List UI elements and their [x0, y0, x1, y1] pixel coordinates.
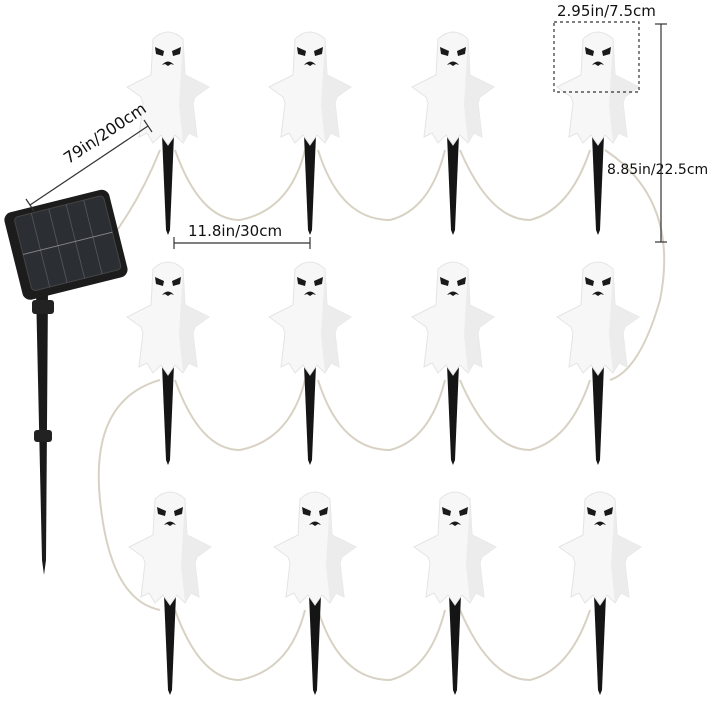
spacing-label: 11.8in/30cm [188, 222, 283, 240]
ghost-width-label: 2.95in/7.5cm [557, 2, 656, 20]
ghost-stake-light [126, 31, 642, 695]
string-wire [97, 149, 666, 682]
ghost-height-label: 8.85in/22.5cm [607, 162, 709, 178]
solar-panel [4, 189, 128, 575]
dimension-lines [25, 21, 667, 249]
